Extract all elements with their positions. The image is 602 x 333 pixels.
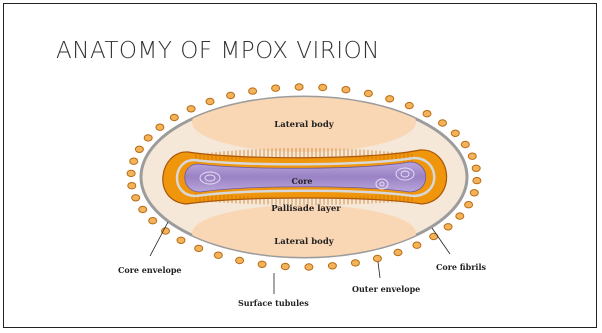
surface-tubule xyxy=(351,260,359,266)
surface-tubule xyxy=(451,130,459,136)
surface-tubule xyxy=(470,190,478,196)
label-lateral-body-top: Lateral body xyxy=(274,120,335,130)
surface-tubule xyxy=(281,263,289,269)
surface-tubule xyxy=(444,224,452,230)
surface-tubule xyxy=(461,141,469,147)
surface-tubule xyxy=(386,96,394,102)
label-palisade: Pallisade layer xyxy=(271,204,341,214)
surface-tubule xyxy=(456,213,464,219)
surface-tubule xyxy=(364,90,372,96)
surface-tubule xyxy=(162,228,170,234)
surface-tubule xyxy=(295,84,303,90)
surface-tubule xyxy=(130,158,138,164)
surface-tubule xyxy=(473,177,481,183)
surface-tubule xyxy=(144,135,152,141)
surface-tubule xyxy=(342,87,350,93)
surface-tubule xyxy=(465,202,473,208)
surface-tubule xyxy=(468,153,476,159)
surface-tubule xyxy=(170,114,178,120)
surface-tubule xyxy=(177,237,185,243)
surface-tubule xyxy=(328,263,336,269)
surface-tubule xyxy=(236,257,244,263)
surface-tubule xyxy=(319,84,327,90)
label-outer-envelope: Outer envelope xyxy=(352,284,420,294)
surface-tubule xyxy=(373,255,381,261)
surface-tubule xyxy=(227,92,235,98)
label-core-envelope: Core envelope xyxy=(118,265,182,275)
surface-tubule xyxy=(206,98,214,104)
surface-tubule xyxy=(405,102,413,108)
surface-tubule xyxy=(128,183,136,189)
surface-tubule xyxy=(413,242,421,248)
surface-tubule xyxy=(258,261,266,267)
label-lateral-body-bottom: Lateral body xyxy=(274,237,335,247)
surface-tubule xyxy=(272,85,280,91)
surface-tubule xyxy=(394,249,402,255)
surface-tubule xyxy=(139,206,147,212)
label-core-fibrils: Core fibrils xyxy=(436,262,486,272)
surface-tubule xyxy=(423,111,431,117)
surface-tubule xyxy=(149,218,157,224)
surface-tubule xyxy=(195,245,203,251)
surface-tubule xyxy=(439,120,447,126)
surface-tubule xyxy=(305,264,313,270)
surface-tubule xyxy=(249,88,257,94)
surface-tubule xyxy=(214,252,222,258)
surface-tubule xyxy=(135,146,143,152)
surface-tubule xyxy=(132,195,140,201)
surface-tubule xyxy=(472,165,480,171)
surface-tubule xyxy=(127,170,135,176)
label-surface-tubules: Surface tubules xyxy=(238,298,309,308)
label-core: Core xyxy=(291,176,312,186)
surface-tubule xyxy=(156,124,164,130)
surface-tubule xyxy=(187,106,195,112)
